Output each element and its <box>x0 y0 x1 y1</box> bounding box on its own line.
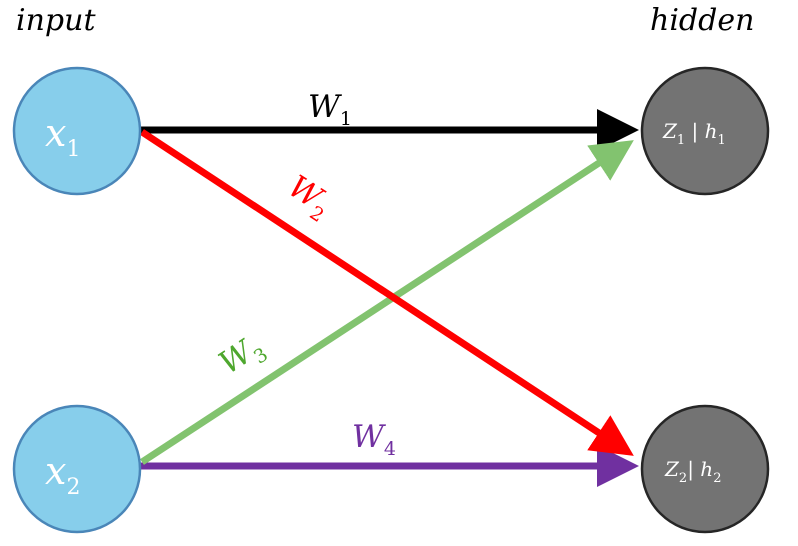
weight-label-w1: W1 <box>308 89 352 130</box>
svg-text:x1: x1 <box>45 111 80 162</box>
hidden-layer-label: hidden <box>650 3 754 38</box>
input-node-x1: x1 <box>12 66 142 196</box>
edge-w3 <box>140 140 634 465</box>
weight-label-w3: W3 <box>213 328 272 386</box>
input-node-x2: x2 <box>12 404 142 534</box>
edge-w2 <box>140 129 634 456</box>
svg-text:x2: x2 <box>45 449 80 500</box>
svg-text:Z1 | h1: Z1 | h1 <box>662 119 726 148</box>
weight-label-w4: W4 <box>352 419 396 460</box>
weight-label-w2: W2 <box>279 169 338 227</box>
hidden-node-1: Z1 | h1 <box>640 66 770 196</box>
input-layer-label: input <box>16 3 96 38</box>
svg-text:Z2| h2: Z2| h2 <box>664 457 721 486</box>
hidden-node-2: Z2| h2 <box>640 404 770 534</box>
